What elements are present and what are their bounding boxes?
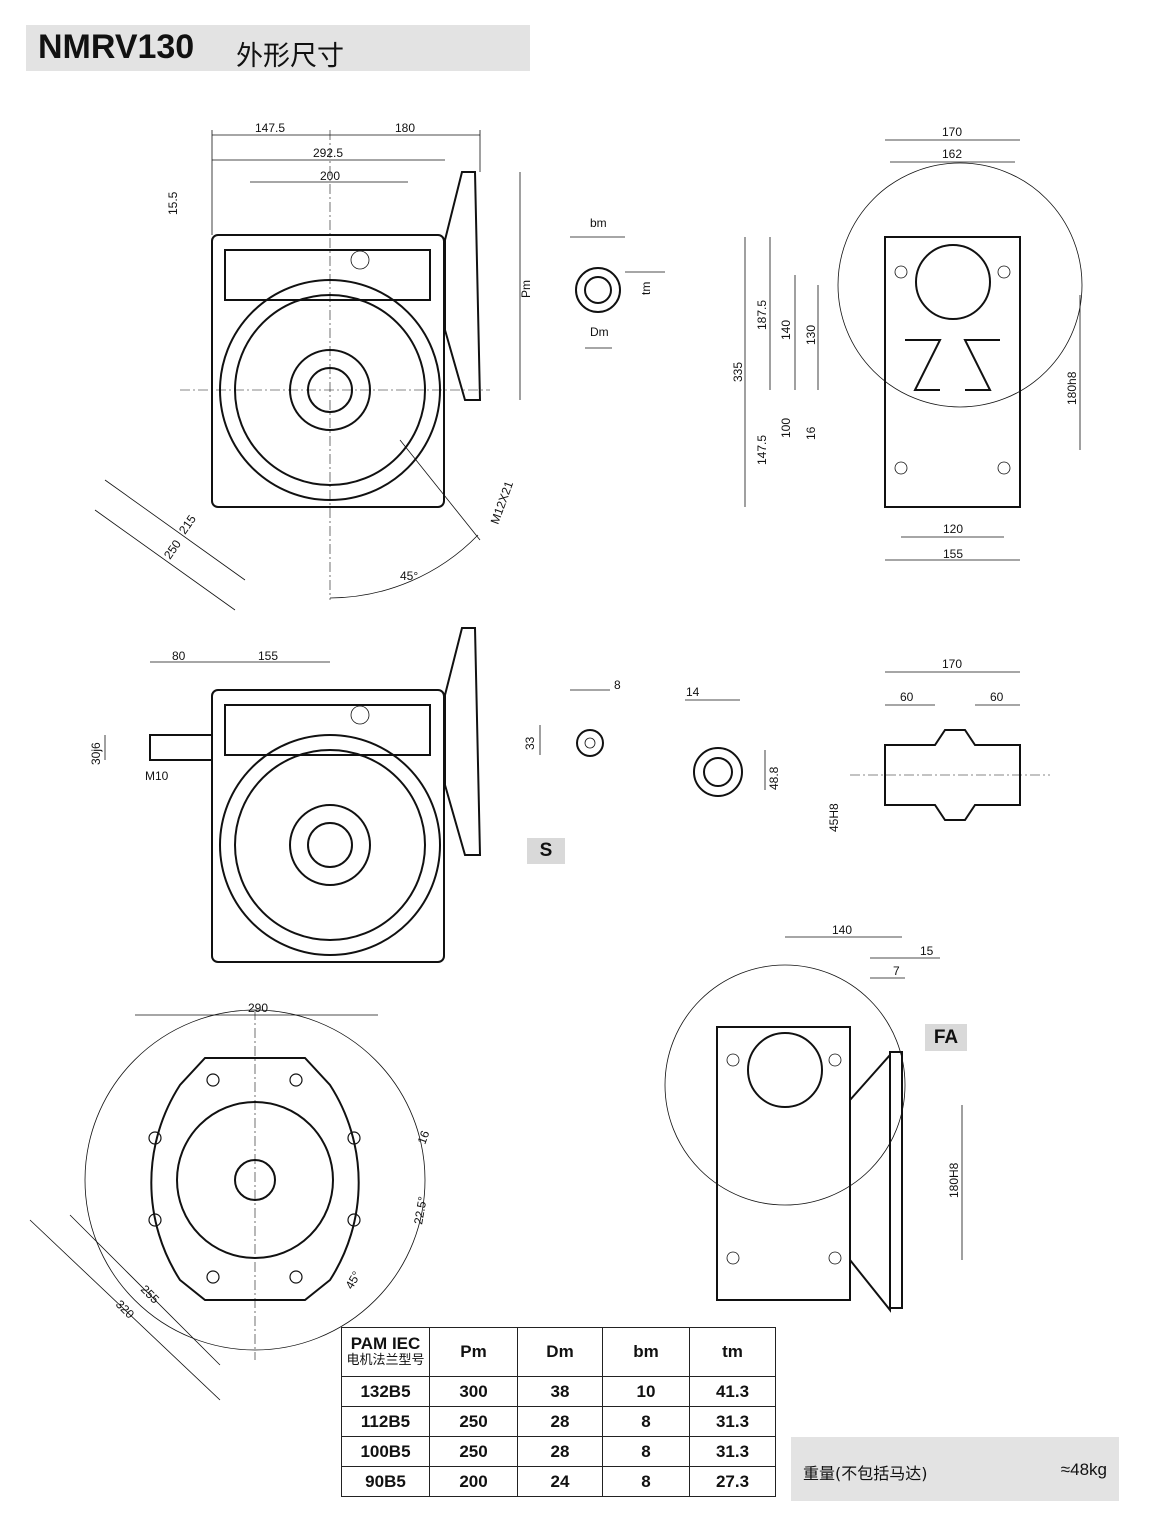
cell-pam: 100B5 [341, 1436, 430, 1467]
dim-pm: Pm [519, 280, 533, 298]
dim-155-input: 155 [258, 649, 278, 663]
title-subtitle: 外形尺寸 [236, 41, 344, 72]
dim-7: 7 [893, 964, 900, 978]
dim-16: 16 [804, 426, 818, 440]
output-bore-detail: 14 48.8 [685, 685, 781, 797]
badge-s: S [527, 838, 565, 864]
dim-tm: tm [639, 282, 653, 295]
dim-80: 80 [172, 649, 186, 663]
dim-180h8: 180h8 [1065, 371, 1079, 405]
cell-pm: 200 [429, 1466, 518, 1497]
dim-130: 130 [804, 325, 818, 345]
dim-180h8-fa: 180H8 [947, 1162, 961, 1198]
dim-200: 200 [320, 169, 340, 183]
dim-290: 290 [248, 1001, 268, 1015]
badge-fa: FA [925, 1024, 967, 1051]
input-shaft-detail: 8 33 [523, 678, 621, 757]
cell-pam: 112B5 [341, 1406, 430, 1437]
cell-pm: 300 [429, 1376, 518, 1407]
fa-view: 140 15 7 180H8 [664, 923, 963, 1313]
header-dm: Dm [517, 1327, 603, 1377]
header-pam-label: PAM IEC [350, 1334, 421, 1353]
shaft-detail: bm tm Dm [570, 216, 665, 349]
dim-bm: bm [590, 216, 607, 230]
dim-45h8: 45H8 [827, 803, 841, 832]
dim-dm: Dm [590, 325, 609, 339]
weight-value: ≈48kg [1060, 1460, 1107, 1479]
dim-170-section: 170 [942, 657, 962, 671]
cell-bm: 8 [602, 1406, 690, 1437]
title-bar: NMRV130 外形尺寸 [26, 25, 530, 72]
input-view: 80 155 30j6 M10 [89, 627, 482, 963]
dim-60-left: 60 [900, 690, 914, 704]
dim-187-5: 187.5 [755, 300, 769, 330]
cell-pm: 250 [429, 1436, 518, 1467]
dim-33: 33 [523, 736, 537, 750]
cell-dm: 38 [517, 1376, 603, 1407]
dim-14: 14 [686, 685, 700, 699]
cell-pam: 132B5 [341, 1376, 430, 1407]
dim-155: 155 [943, 547, 963, 561]
dim-16-hole: 16 [415, 1128, 433, 1146]
cell-dm: 28 [517, 1436, 603, 1467]
cell-bm: 8 [602, 1466, 690, 1497]
thread-m12x21: M12X21 [488, 479, 517, 526]
cell-tm: 41.3 [689, 1376, 776, 1407]
cell-tm: 27.3 [689, 1466, 776, 1497]
angle-45-flange: 45° [342, 1269, 363, 1292]
dim-120: 120 [943, 522, 963, 536]
dim-147-5: 147.5 [255, 121, 285, 135]
dim-48-8: 48.8 [767, 766, 781, 790]
side-view: 170 162 187.5 140 130 335 100 16 147.5 1… [731, 125, 1083, 561]
dim-180: 180 [395, 121, 415, 135]
header-tm: tm [689, 1327, 776, 1377]
dim-292-5: 292.5 [313, 146, 343, 160]
header-bm: bm [602, 1327, 690, 1377]
dim-30j6: 30j6 [89, 742, 103, 765]
cell-dm: 28 [517, 1406, 603, 1437]
hollow-shaft-section: 170 60 60 45H8 [827, 657, 1050, 832]
front-view: 147.5 180 292.5 200 15.5 Pm 215 250 M12X… [94, 121, 533, 611]
header-pm: Pm [429, 1327, 518, 1377]
dim-15: 15 [920, 944, 934, 958]
cell-tm: 31.3 [689, 1436, 776, 1467]
weight-box: 重量(不包括马达) ≈48kg [791, 1437, 1119, 1501]
model-title: NMRV130 [38, 28, 195, 66]
dim-250: 250 [161, 537, 184, 562]
dim-140-fa: 140 [832, 923, 852, 937]
angle-22-5: 22.5° [411, 1195, 430, 1225]
dim-162: 162 [942, 147, 962, 161]
header-pam-cn: 电机法兰型号 [346, 1353, 425, 1368]
cell-bm: 8 [602, 1436, 690, 1467]
dim-15-5: 15.5 [166, 191, 180, 215]
dim-60-right: 60 [990, 690, 1004, 704]
dim-335: 335 [731, 362, 745, 382]
cell-pam: 90B5 [341, 1466, 430, 1497]
dim-170: 170 [942, 125, 962, 139]
angle-45: 45° [400, 569, 418, 583]
dim-140: 140 [779, 320, 793, 340]
dim-255: 255 [138, 1282, 162, 1306]
dim-147-5-side: 147.5 [755, 435, 769, 465]
cell-dm: 24 [517, 1466, 603, 1497]
weight-label: 重量(不包括马达) [803, 1464, 928, 1483]
cell-bm: 10 [602, 1376, 690, 1407]
dim-100: 100 [779, 418, 793, 438]
cell-tm: 31.3 [689, 1406, 776, 1437]
cell-pm: 250 [429, 1406, 518, 1437]
dim-8: 8 [614, 678, 621, 692]
thread-m10: M10 [145, 769, 169, 783]
